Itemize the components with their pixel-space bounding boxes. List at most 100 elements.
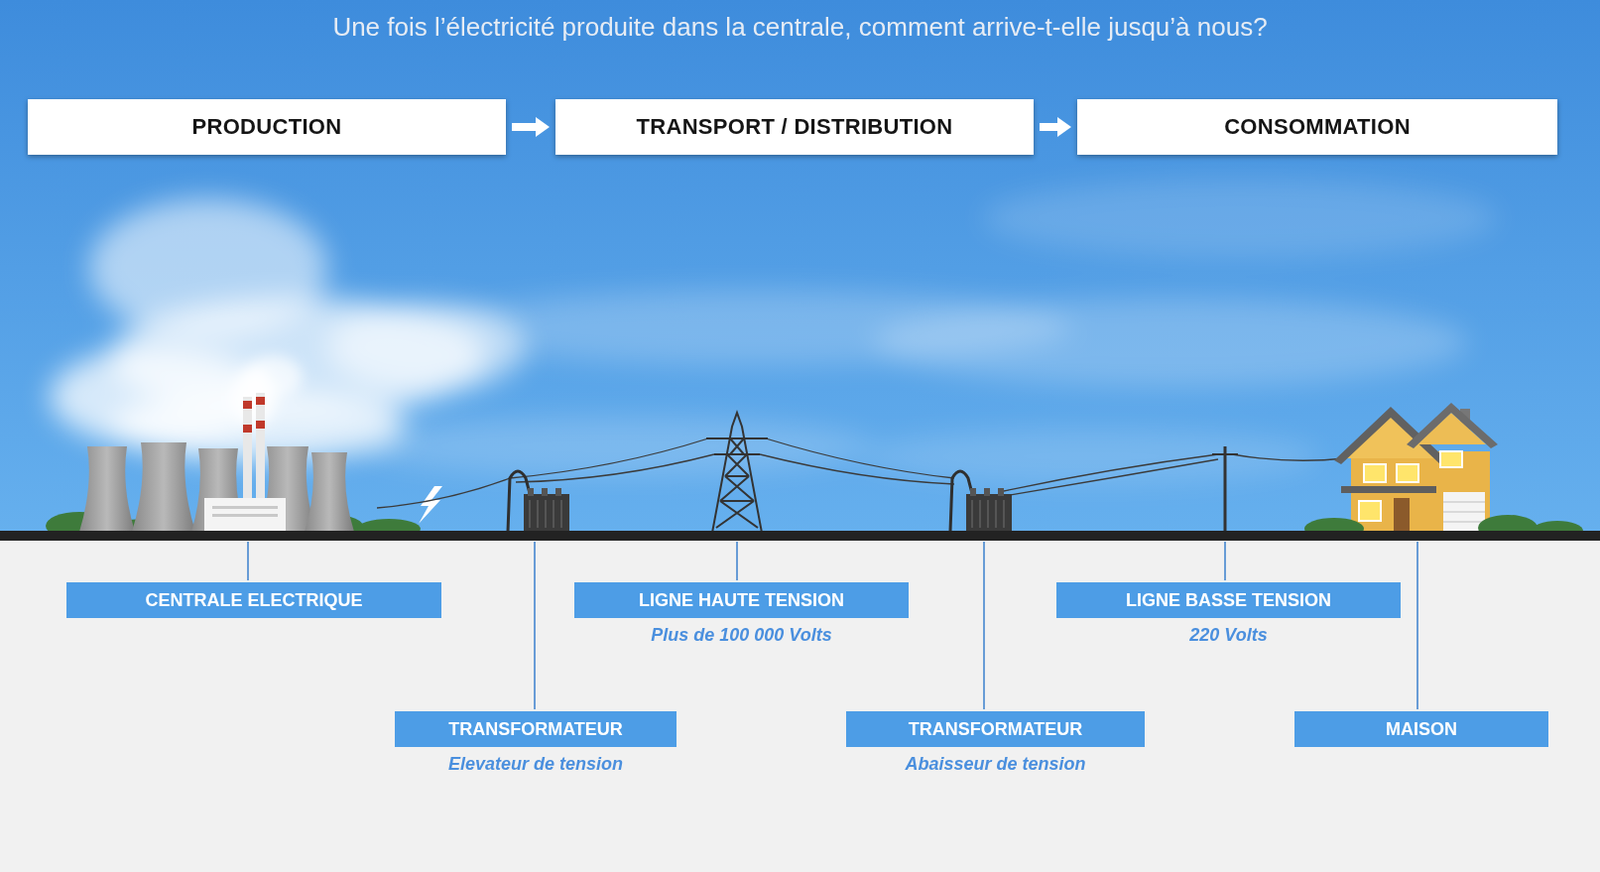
utility-pole [1212,446,1238,533]
chimneys-part [243,424,252,433]
transformer-step-up-part [527,488,534,496]
leader-lines-part [533,541,536,710]
house-part [1406,402,1498,449]
header-text: PRODUCTION [192,114,343,140]
power-wires-part [759,454,955,485]
stage-header-box: TRANSPORT / DISTRIBUTION [555,99,1034,155]
flow-arrow-head [1057,117,1072,137]
sky-clouds [357,178,1498,485]
ground-part [0,530,1600,541]
leader-lines-part [1224,541,1227,581]
transformer-step-up [507,471,570,532]
cooling-towers [79,442,355,532]
flow-arrow-shaft [511,123,538,131]
transformer-step-down-part [984,488,990,496]
transformer-step-up-part [541,488,548,496]
label-node: TRANSFORMATEUR Elevateur de tension [394,711,677,775]
power-wires-part [1231,454,1346,461]
flow-arrow [511,117,550,137]
pylon-part [716,454,758,528]
lightning-bolt [418,486,443,524]
sky-part [0,0,1600,536]
label-subtitle: Elevateur de tension [394,753,677,775]
leader-lines-part [736,541,739,581]
flow-arrow-shaft [1039,123,1060,131]
sky-clouds-part [872,297,1469,387]
house-part [1440,451,1463,468]
steam-cloud [49,198,526,462]
chimneys-part [243,400,252,409]
transformer-step-down-part [970,488,977,496]
transformer-step-down-part [966,493,1012,532]
sky-clouds-part [982,178,1498,258]
label-subtitle: Abaisseur de tension [846,753,1145,775]
pylon-part [706,438,768,455]
house-part [1396,464,1419,483]
house-part [1341,486,1437,493]
stage-header-box: CONSOMMATION [1077,99,1558,155]
plant-building-part [212,513,278,517]
leader-lines-part [246,541,249,581]
leader-lines [247,541,1418,710]
label-node: LIGNE HAUTE TENSIONPlus de 100 000 Volts [574,582,909,646]
label-subtitle: Plus de 100 000 Volts [574,624,909,646]
transformer-step-up-part [529,499,562,528]
label-node: TRANSFORMATEUR Abaisseur de tension [846,711,1145,775]
transformer-step-up-part [523,493,570,532]
label-box: MAISON [1294,711,1549,747]
transformer-step-down [950,471,1012,532]
pylon [706,412,768,533]
flow-arrow [1039,117,1072,137]
leader-lines-part [1416,541,1419,710]
chimneys [243,392,265,516]
lightning-bolt-part [418,486,443,524]
cooling-towers-part [304,452,355,532]
house-part [1358,500,1381,521]
label-box: CENTRALE ELECTRIQUE [66,582,442,618]
sky-clouds-part [357,416,873,477]
leader-lines-part [983,541,985,710]
label-box: LIGNE BASSE TENSION [1056,582,1401,618]
house-part [1393,497,1410,533]
chimneys-part [255,396,265,405]
cooling-towers-part [131,442,196,532]
house [1334,402,1498,533]
header-text: TRANSPORT / DISTRIBUTION [636,114,954,140]
label-box: TRANSFORMATEUR [846,711,1145,747]
pylon-part [730,438,744,455]
ground-part [0,540,1600,872]
flow-arrow-head [535,117,550,137]
diagram-title: Une fois l’électricité produite dans la … [0,11,1600,43]
chimneys-part [255,420,265,429]
label-subtitle: 220 Volts [1056,624,1401,646]
chimneys-part [255,392,265,516]
header-text: CONSOMMATION [1224,114,1411,140]
pylon-part [720,476,754,501]
power-wires-part [515,454,715,483]
power-wires-part [376,478,510,508]
transformer-step-down-part [997,488,1004,496]
label-box: TRANSFORMATEUR [394,711,677,747]
pylon-part [712,412,762,533]
transformer-step-down-part [972,499,1004,528]
transformer-step-up-part [555,488,562,496]
power-wires-part [765,438,955,479]
steam-plume-part [243,355,303,399]
stage-header-box: PRODUCTION [27,99,506,155]
utility-pole-part [1224,446,1228,533]
sky [0,0,1600,536]
label-node: CENTRALE ELECTRIQUE [66,582,442,618]
power-wires-part [1003,459,1219,496]
plant-building [204,497,286,531]
label-node: LIGNE BASSE TENSION 220 Volts [1056,582,1401,646]
house-part [1443,501,1485,522]
cooling-towers-part [79,446,135,532]
steam-plume [231,355,303,427]
power-wires-part [1003,454,1219,492]
house-part [1363,464,1386,483]
power-wires-part [509,438,709,479]
utility-pole-part [1212,453,1238,456]
steam-cloud-part [327,302,526,392]
plant-building-part [212,505,278,509]
